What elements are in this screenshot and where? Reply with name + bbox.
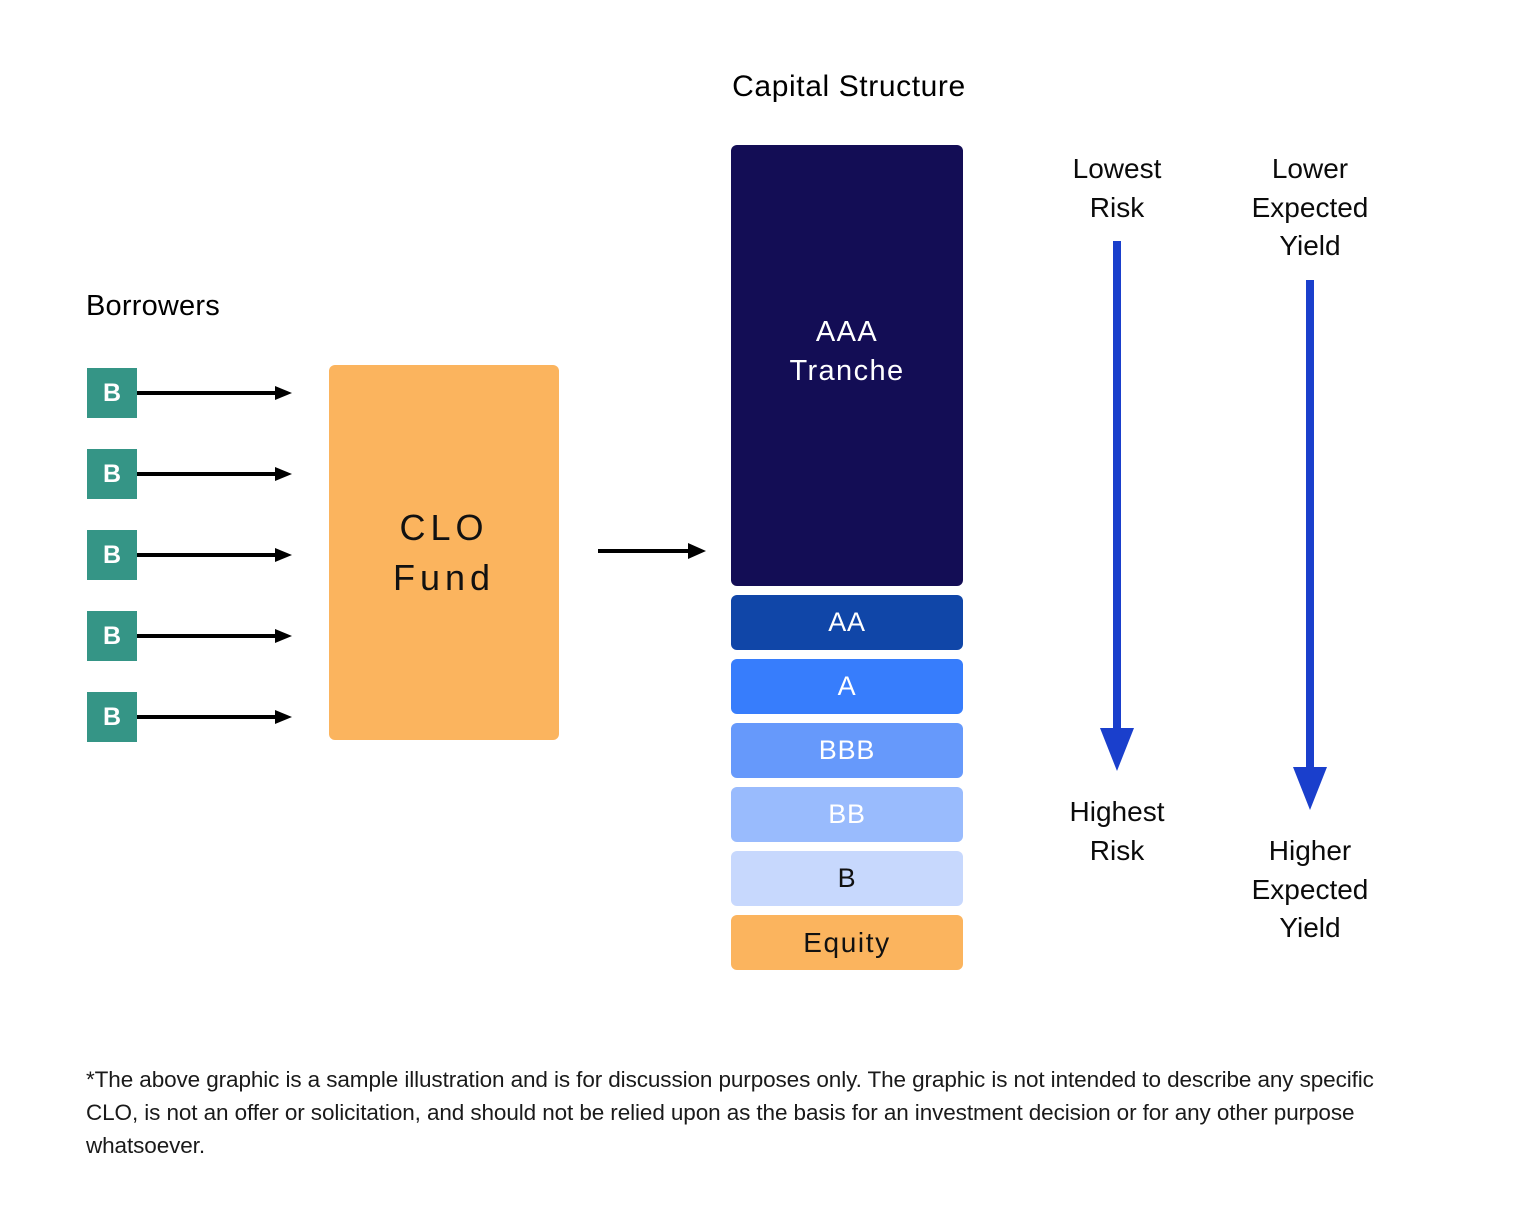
tranche-aaa-label-line2: Tranche [789, 355, 905, 388]
tranche-a-label: A [837, 671, 857, 702]
borrower-row: B [87, 611, 297, 661]
yield-gauge-bottom-line1: Higher [1268, 834, 1352, 866]
borrower-flow-arrow-icon [137, 710, 292, 724]
yield-gauge-bottom-line2: Expected [1251, 873, 1369, 905]
yield-gauge-top-label: Lower Expected Yield [1195, 150, 1425, 266]
tranche-b-label: B [837, 863, 857, 894]
tranche-bb-label: BB [828, 799, 866, 830]
borrower-badge: B [87, 530, 137, 580]
borrowers-label: Borrowers [86, 290, 220, 322]
risk-gauge-arrow-icon [1002, 241, 1232, 772]
yield-gauge-bottom-line3: Yield [1279, 912, 1341, 944]
clo-to-structure-arrow-icon [598, 543, 706, 559]
tranche-aaa-label: AAA Tranche [789, 313, 904, 391]
risk-gauge: Lowest Risk Highest Risk [1002, 150, 1232, 871]
yield-gauge: Lower Expected Yield Higher Expected Yie… [1195, 150, 1425, 948]
borrower-flow-arrow-icon [137, 467, 292, 481]
yield-gauge-top-line1: Lower [1271, 153, 1349, 184]
yield-gauge-top-line2: Expected [1251, 191, 1369, 223]
tranche-aaa: AAA Tranche [731, 145, 963, 586]
capital-structure-stack: AAA Tranche AA A BBB BB B Equity [731, 145, 963, 979]
clo-fund-label-line2: Fund [392, 556, 496, 598]
borrower-flow-arrow-icon [137, 629, 292, 643]
tranche-bbb: BBB [731, 723, 963, 778]
yield-gauge-arrow-icon [1195, 279, 1425, 810]
tranche-bbb-label: BBB [818, 735, 876, 766]
borrower-row: B [87, 692, 297, 742]
tranche-aaa-label-line1: AAA [815, 316, 879, 348]
tranche-b: B [731, 851, 963, 906]
borrower-row: B [87, 530, 297, 580]
borrower-badge: B [87, 611, 137, 661]
borrower-flow-arrow-icon [137, 548, 292, 562]
yield-gauge-top-line3: Yield [1279, 230, 1341, 262]
borrower-row: B [87, 368, 297, 418]
footnote-disclaimer: *The above graphic is a sample illustrat… [86, 1067, 1374, 1159]
borrower-badge: B [87, 368, 137, 418]
clo-fund-label-line1: CLO [399, 506, 489, 548]
tranche-aa: AA [731, 595, 963, 650]
risk-gauge-bottom-line1: Highest [1069, 796, 1165, 828]
risk-gauge-top-line2: Risk [1089, 191, 1145, 223]
tranche-equity: Equity [731, 915, 963, 970]
risk-gauge-top-label: Lowest Risk [1002, 150, 1232, 227]
borrower-flow-arrow-icon [137, 386, 292, 400]
risk-gauge-top-line1: Lowest [1072, 153, 1162, 184]
tranche-equity-label: Equity [803, 926, 891, 958]
tranche-a: A [731, 659, 963, 714]
risk-gauge-bottom-line2: Risk [1089, 834, 1145, 866]
borrower-badge: B [87, 449, 137, 499]
borrower-row: B [87, 449, 297, 499]
borrower-badge: B [87, 692, 137, 742]
clo-fund-box: CLO Fund [329, 365, 559, 740]
capital-structure-title: Capital Structure [732, 70, 966, 103]
tranche-bb: BB [731, 787, 963, 842]
risk-gauge-bottom-label: Highest Risk [1002, 793, 1232, 870]
tranche-aa-label: AA [828, 607, 866, 638]
yield-gauge-bottom-label: Higher Expected Yield [1195, 832, 1425, 948]
